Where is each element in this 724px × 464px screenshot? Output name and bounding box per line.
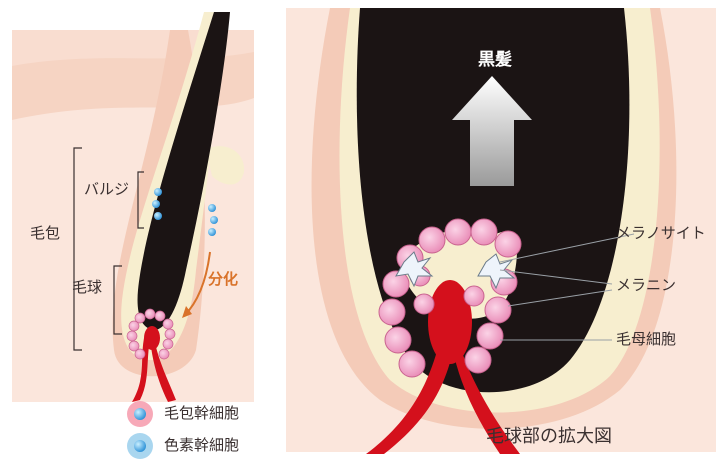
- left-panel: [12, 12, 254, 402]
- label-melanocyte: メラノサイト: [616, 226, 706, 241]
- legend-icons: [127, 401, 153, 459]
- label-black-hair: 黒髪: [478, 52, 512, 69]
- label-differentiation: 分化: [208, 272, 238, 287]
- label-bulge: バルジ: [84, 182, 129, 197]
- label-matrix-cells: 毛母細胞: [616, 332, 676, 347]
- label-bulb: 毛球: [72, 280, 102, 295]
- zoom-caption: 毛球部の拡大図: [486, 428, 612, 446]
- label-melanin: メラニン: [616, 278, 676, 293]
- dermal-papilla: [144, 326, 160, 350]
- legend-hair-follicle-stem-cell: 毛包幹細胞: [164, 406, 239, 421]
- legend-melanocyte-stem-cell: 色素幹細胞: [164, 438, 239, 453]
- label-follicle: 毛包: [30, 226, 60, 241]
